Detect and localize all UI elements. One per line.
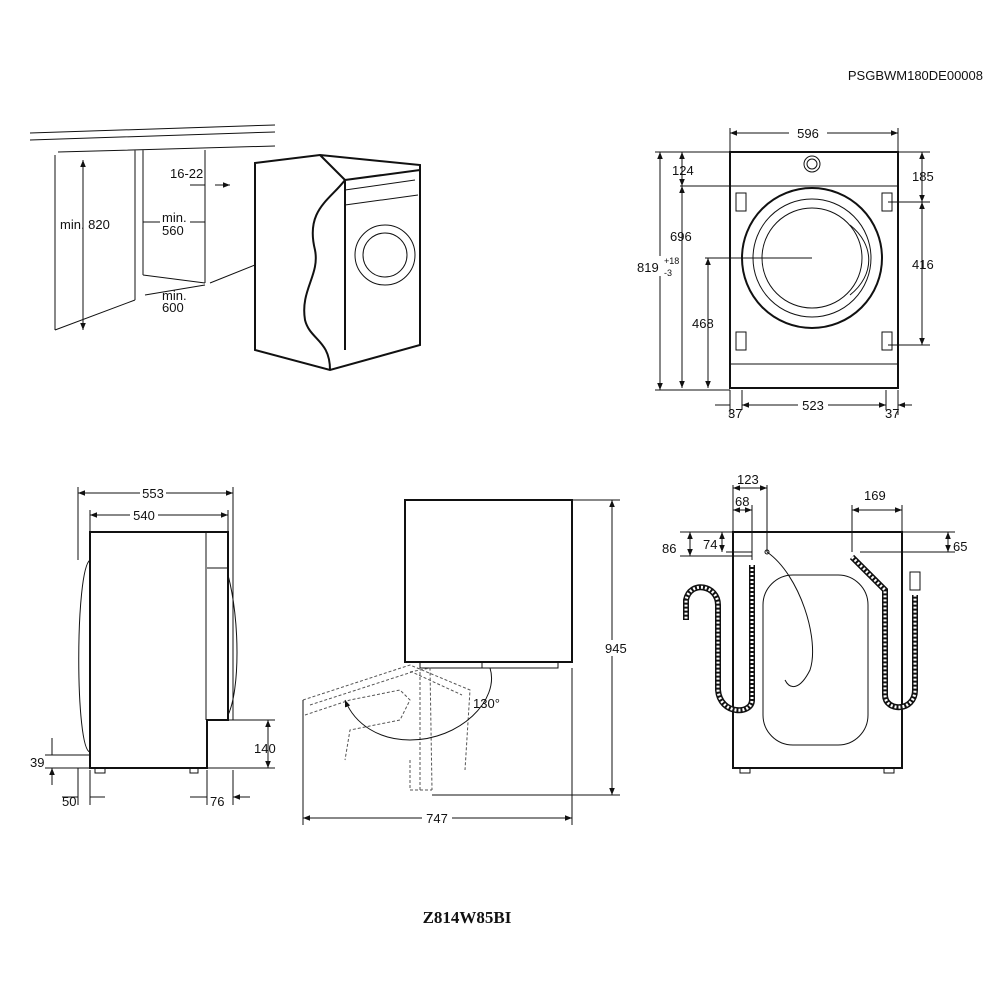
rear-view: 123 68 169 86 74 65 <box>662 472 967 774</box>
dim-68: 68 <box>735 494 749 509</box>
tolerance-minus: -3 <box>664 268 672 278</box>
dim-185: 185 <box>912 169 934 184</box>
min-width-value: 560 <box>162 223 184 238</box>
min-width-label: min. <box>162 210 187 225</box>
dim-696: 696 <box>670 229 692 244</box>
dim-945: 945 <box>605 641 627 656</box>
dim-74: 74 <box>703 537 717 552</box>
model-name: Z814W85BI <box>423 908 512 927</box>
min-height-label: min. 820 <box>60 217 110 232</box>
document-code: PSGBWM180DE00008 <box>848 68 983 83</box>
dim-747: 747 <box>426 811 448 826</box>
dim-523: 523 <box>802 398 824 413</box>
dim-65: 65 <box>953 539 967 554</box>
dim-468: 468 <box>692 316 714 331</box>
tolerance-plus: +18 <box>664 256 679 266</box>
door-open-view: 945 747 130° <box>302 499 634 826</box>
dim-169: 169 <box>864 488 886 503</box>
dim-86: 86 <box>662 541 676 556</box>
installation-view: min. 820 16-22 min. 560 min. 600 <box>29 124 421 372</box>
door-angle: 130° <box>473 696 500 711</box>
dim-416: 416 <box>912 257 934 272</box>
dim-76: 76 <box>210 794 224 809</box>
dim-123: 123 <box>737 472 759 487</box>
dim-39: 39 <box>30 755 44 770</box>
dim-140: 140 <box>254 741 276 756</box>
front-view: 596 819 +18 -3 124 696 468 185 416 523 3… <box>636 126 934 421</box>
min-depth-label: min. <box>162 288 187 303</box>
dim-37-left: 37 <box>728 406 742 421</box>
dim-50: 50 <box>62 794 76 809</box>
dim-37-right: 37 <box>885 406 899 421</box>
min-depth-value: 600 <box>162 300 184 315</box>
height-819: 819 <box>637 260 659 275</box>
width-596: 596 <box>797 126 819 141</box>
dim-553: 553 <box>142 486 164 501</box>
dim-540: 540 <box>133 508 155 523</box>
dim-124: 124 <box>672 163 694 178</box>
side-view: 553 540 39 140 50 76 <box>30 486 276 809</box>
gap-label: 16-22 <box>170 166 203 181</box>
